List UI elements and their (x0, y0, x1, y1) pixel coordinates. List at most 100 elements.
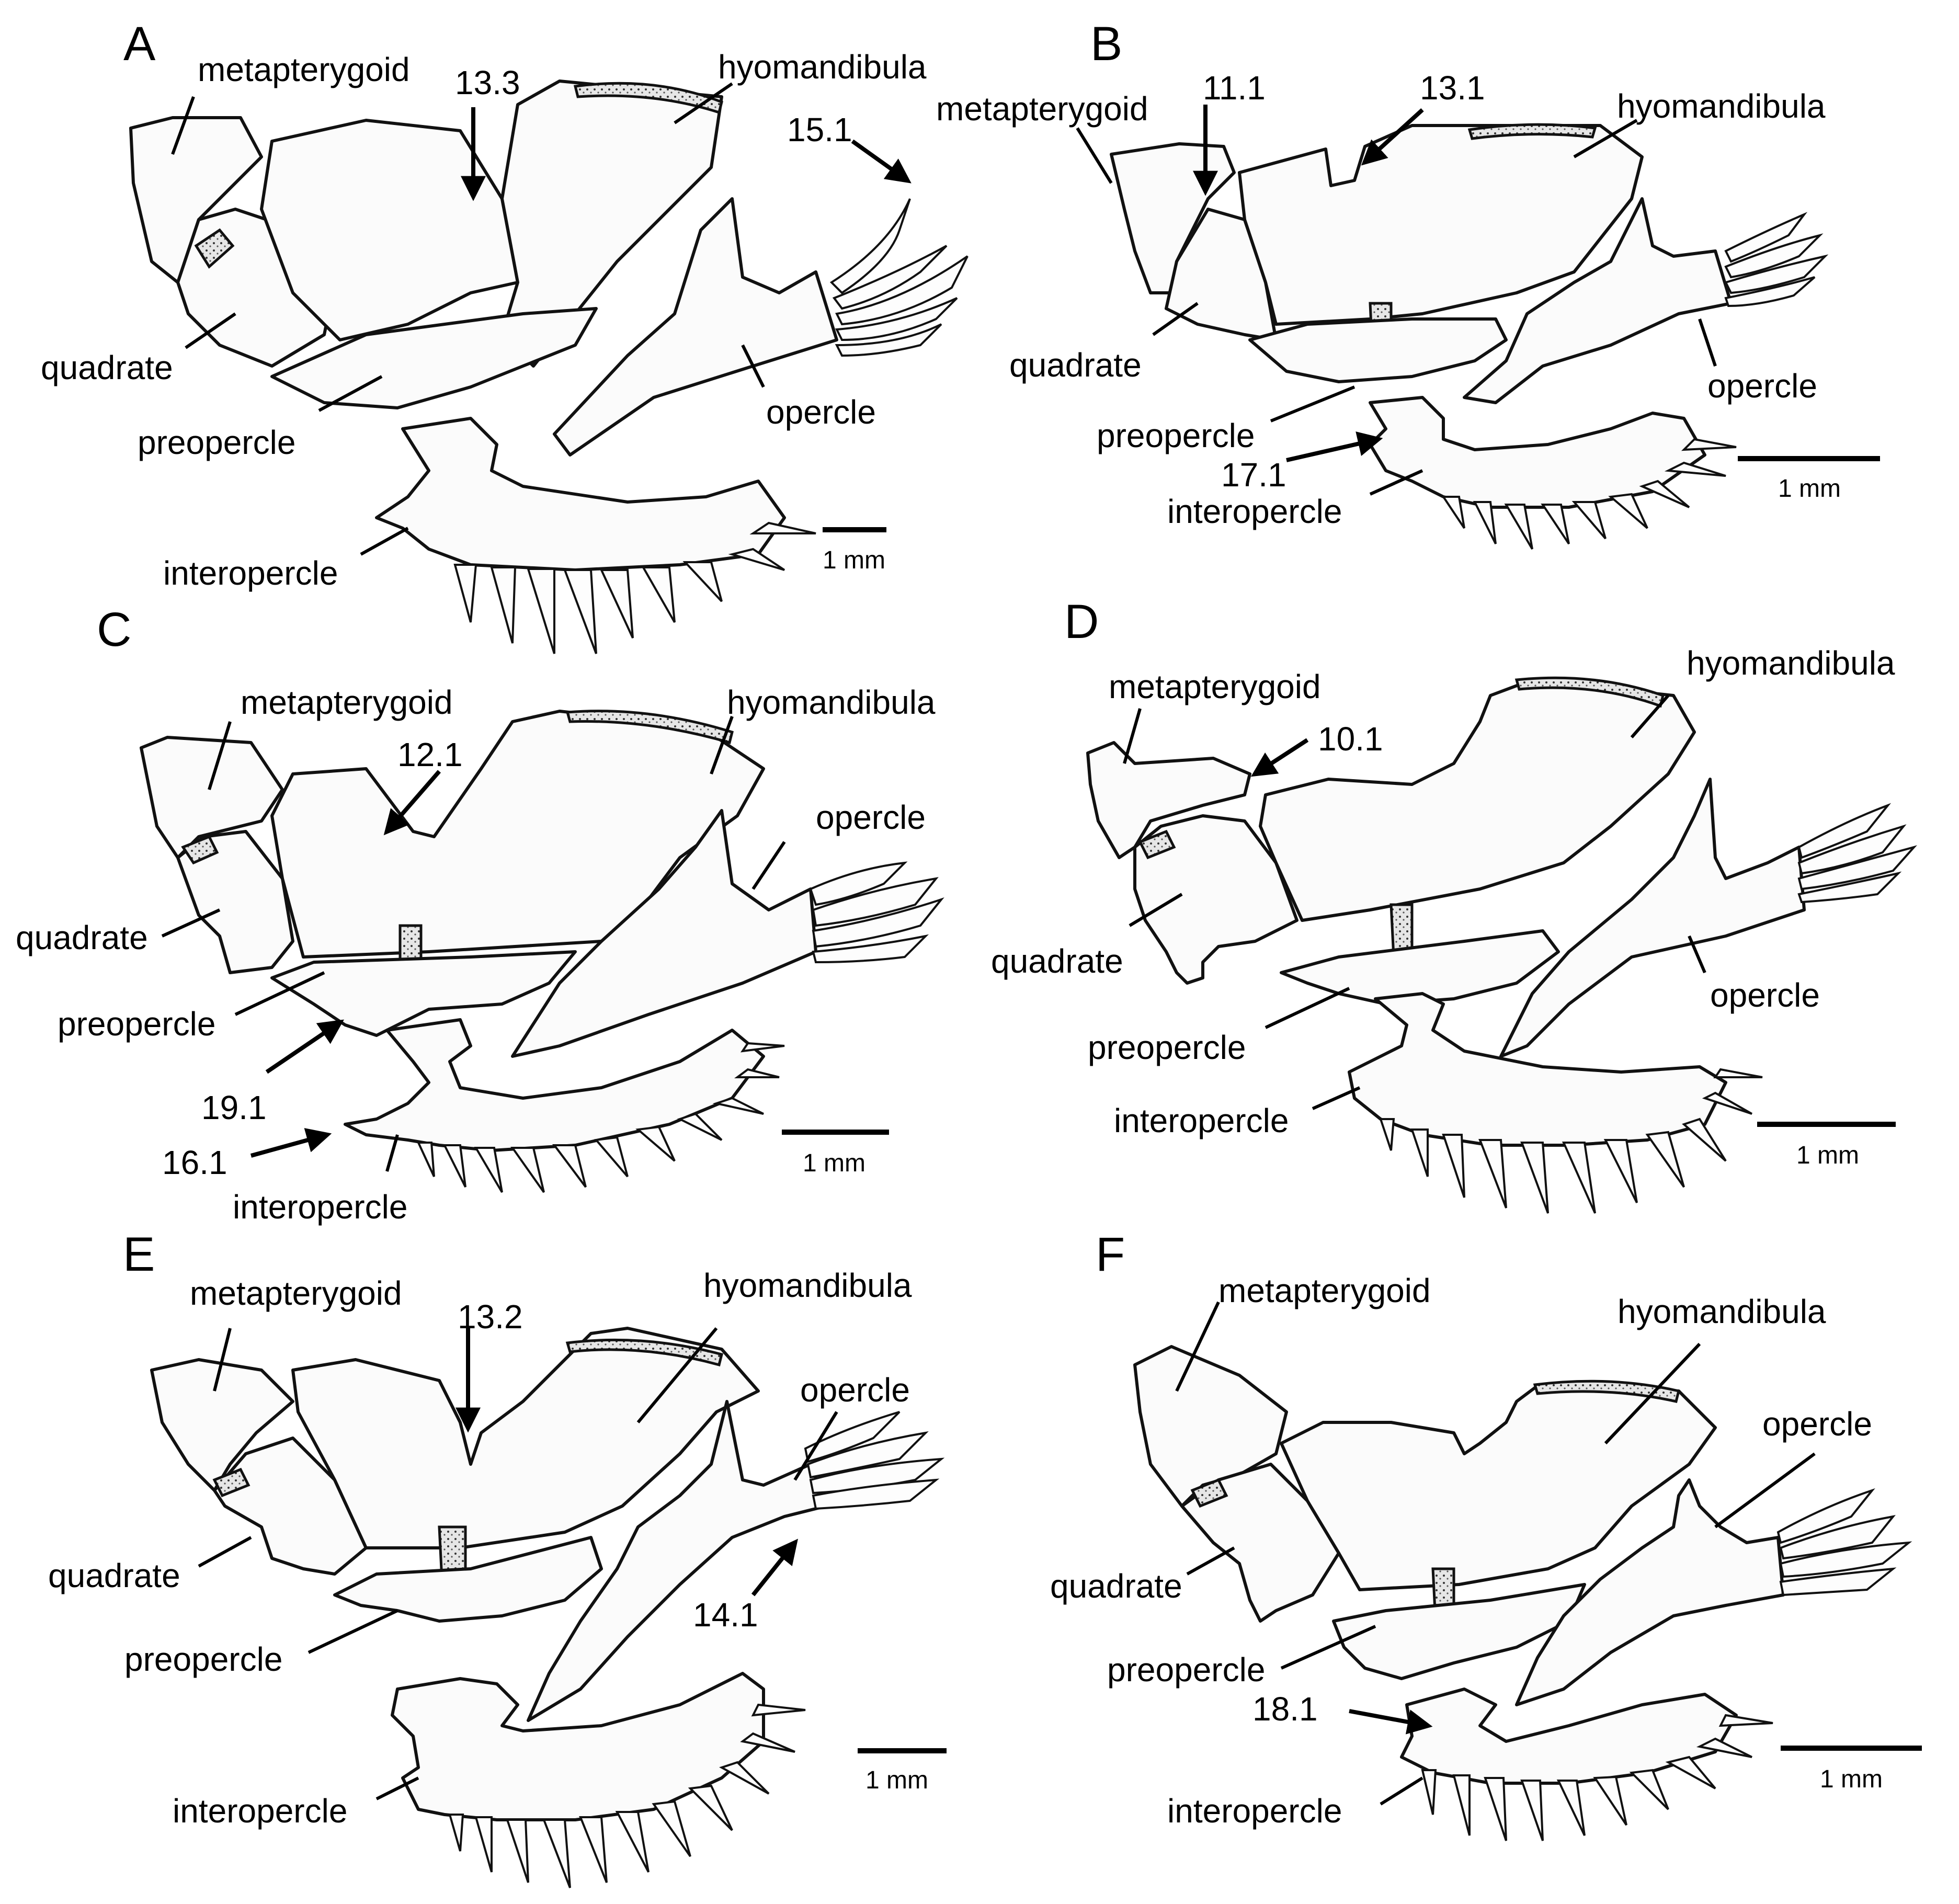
character-label: 13.2 (458, 1298, 523, 1336)
opercle-spines (1724, 212, 1829, 307)
interopercle-spines (1441, 438, 1737, 550)
opercle-label: opercle (1710, 976, 1820, 1014)
character-label: 13.1 (1420, 69, 1485, 107)
preopercle-label: preopercle (1088, 1029, 1246, 1066)
interopercle-label: interopercle (1167, 493, 1342, 530)
preopercle-bone (1332, 1583, 1586, 1680)
hyomandibula-label: hyomandibula (703, 1267, 912, 1304)
opercle-bone (511, 809, 817, 1058)
preopercle-label: preopercle (58, 1005, 215, 1043)
metapterygoid-cartilage (181, 835, 219, 865)
interopercle-label: interopercle (233, 1188, 407, 1226)
hyomandibula-bone (1238, 124, 1644, 326)
opercle-bone (1515, 1478, 1785, 1706)
opercle-spines (1797, 803, 1917, 904)
hyomandibula-cartilage-cap (573, 82, 723, 115)
preopercle-bone (270, 307, 598, 409)
panel-letter: B (1090, 17, 1122, 71)
preopercle-label: preopercle (138, 424, 295, 461)
preopercle-bone (333, 1536, 603, 1623)
bones (129, 79, 969, 654)
metapterygoid-label: metapterygoid (1109, 668, 1321, 705)
panel-letter: E (123, 1228, 155, 1281)
leader-lines (1076, 119, 1717, 496)
metapterygoid-bone (1086, 741, 1251, 859)
character-label: 16.1 (162, 1144, 227, 1181)
opercle-bone (1463, 197, 1733, 404)
metapterygoid-cartilage (1190, 1478, 1228, 1508)
metapterygoid-label: metapterygoid (198, 51, 410, 88)
character-label: 13.3 (455, 64, 520, 101)
panel-letter: F (1096, 1228, 1125, 1281)
opercle-bone (527, 1400, 828, 1722)
opercle-bone (553, 197, 838, 457)
interopercle-bone (1348, 992, 1727, 1147)
leader-lines (171, 82, 765, 556)
opercle-label: opercle (766, 393, 876, 431)
scale-label: 1 mm (1820, 1765, 1883, 1793)
character-label: 14.1 (693, 1596, 758, 1634)
quadrate-label: quadrate (991, 942, 1123, 980)
opercle-label: opercle (800, 1371, 910, 1409)
character-label: 19.1 (201, 1089, 267, 1126)
panel-f: F (1050, 1228, 1922, 1841)
interopercle-spines (453, 521, 816, 654)
preopercle-bone (1280, 929, 1560, 1006)
hyomandibula-label: hyomandibula (1617, 87, 1826, 125)
preopercle-bone (1248, 317, 1508, 383)
opercle-spines (809, 861, 944, 964)
quadrate-bone (176, 830, 294, 974)
scale-label: 1 mm (865, 1766, 928, 1794)
hyomandibula-cartilage-cap (565, 710, 734, 745)
character-label: 10.1 (1318, 720, 1383, 758)
preopercle-label: preopercle (1097, 417, 1255, 454)
interopercle-label: interopercle (1167, 1792, 1342, 1830)
metapterygoid-label: metapterygoid (241, 683, 453, 721)
hyomandibula-cartilage-cap (565, 1338, 724, 1367)
interopercle-label: interopercle (1114, 1102, 1289, 1139)
metapterygoid-cartilage (212, 1467, 250, 1498)
preopercle-label: preopercle (124, 1640, 282, 1678)
interopercle-spines (416, 1042, 785, 1193)
hyomandibula-bone (291, 1327, 760, 1549)
preopercle-label: preopercle (1107, 1651, 1265, 1689)
bones (1110, 123, 1829, 550)
symplectic-cartilage (398, 924, 423, 964)
metapterygoid-bone (150, 1358, 294, 1492)
character-arrows (455, 1328, 798, 1597)
hyomandibula-label: hyomandibula (1618, 1293, 1826, 1330)
quadrate-label: quadrate (41, 349, 173, 386)
opercle-bone (1499, 778, 1806, 1058)
leader-lines (161, 715, 786, 1172)
interopercle-bone (391, 1672, 765, 1821)
character-arrows (1349, 1709, 1433, 1735)
metapterygoid-cartilage (194, 228, 235, 269)
panel-letter: A (123, 17, 156, 71)
opercle-spines (829, 198, 969, 357)
panel-b: B (936, 17, 1880, 550)
hyomandibula-label: hyomandibula (1687, 644, 1895, 682)
leader-lines (198, 1327, 838, 1800)
interopercle-label: interopercle (173, 1792, 347, 1830)
interopercle-spines (1379, 1068, 1763, 1214)
interopercle-bone (1400, 1688, 1738, 1785)
opercle-label: opercle (1707, 367, 1817, 405)
hyomandibula-cartilage-cap (1467, 123, 1597, 140)
interopercle-bone (344, 1018, 765, 1152)
opercle-spines (1776, 1488, 1912, 1597)
leader-lines (1175, 1301, 1816, 1806)
scale-label: 1 mm (1796, 1142, 1859, 1169)
hyomandibula-bone (1259, 678, 1696, 922)
quadrate-label: quadrate (1009, 346, 1142, 384)
character-arrows (250, 770, 441, 1158)
quadrate-bone (1133, 814, 1299, 985)
quadrate-label: quadrate (16, 919, 148, 956)
metapterygoid-bone (140, 736, 284, 859)
panel-letter: D (1064, 595, 1099, 648)
interopercle-spines (448, 1703, 806, 1888)
interopercle-spines (1421, 1714, 1773, 1841)
bones (150, 1327, 945, 1888)
character-label: 12.1 (397, 736, 463, 773)
panel-d: D (991, 595, 1917, 1214)
